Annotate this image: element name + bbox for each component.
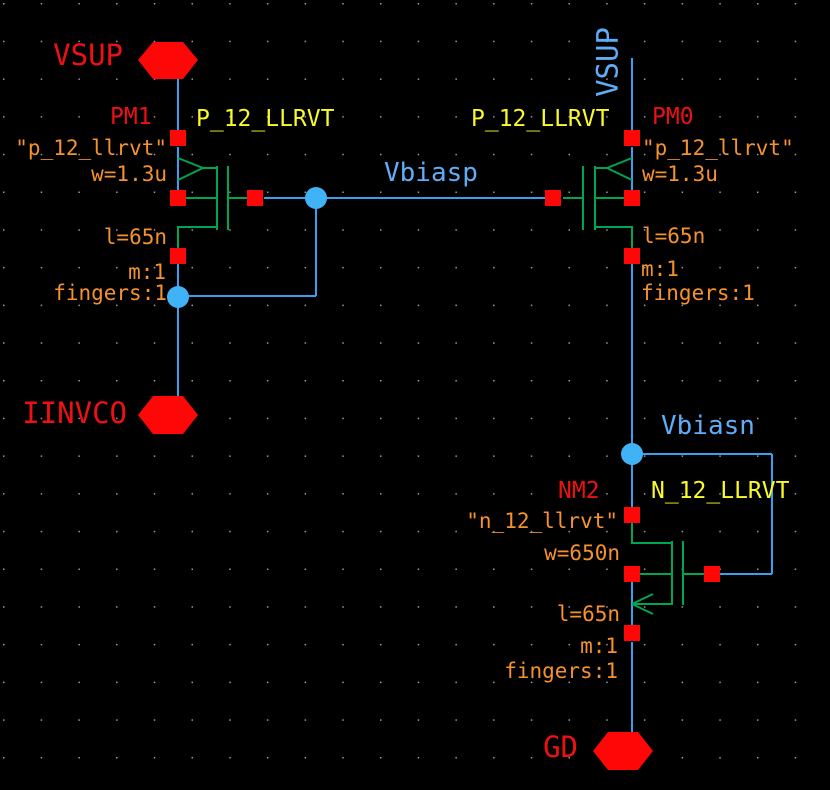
pin-iinvco[interactable]	[138, 396, 198, 434]
pm1-drain-path	[177, 226, 217, 249]
nm2-symbol[interactable]	[624, 507, 720, 641]
param-pm1-l: l=65n	[103, 225, 167, 249]
param-pm1-fingers: fingers:1	[53, 281, 167, 305]
pm1-bulk-terminal[interactable]	[170, 190, 186, 206]
param-pm0-w: w=1.3u	[642, 162, 718, 186]
cell-name-pm0: P_12_LLRVT	[471, 106, 610, 132]
nm2-source-arrow	[631, 593, 654, 605]
pm0-symbol[interactable]	[545, 130, 640, 264]
junction-vbiasp	[305, 187, 327, 209]
nm2-bulk-terminal[interactable]	[624, 566, 640, 582]
param-nm2-fingers: fingers:1	[504, 659, 618, 683]
param-pm0-m: m:1	[641, 257, 679, 281]
param-nm2-l: l=65n	[556, 602, 620, 626]
pm0-drain-terminal[interactable]	[624, 248, 640, 264]
param-pm0-fingers: fingers:1	[641, 281, 755, 305]
param-pm1-m: m:1	[128, 260, 166, 284]
pm1-symbol[interactable]	[170, 130, 263, 264]
pin-label-iinvco[interactable]: IINVCO	[22, 396, 127, 430]
cell-name-nm2: N_12_LLRVT	[651, 478, 790, 504]
pm0-bulk-terminal[interactable]	[624, 190, 640, 206]
pm1-source-arrow	[177, 157, 204, 169]
junction-vbiasn	[621, 443, 643, 465]
param-pm1-w: w=1.3u	[91, 162, 167, 186]
pm1-gate-terminal[interactable]	[247, 190, 263, 206]
pin-gd[interactable]	[593, 732, 653, 770]
junction-pm1-drain	[167, 286, 189, 308]
nm2-drain-terminal[interactable]	[624, 507, 640, 523]
pm0-source-arrow	[606, 157, 633, 169]
param-nm2-m: m:1	[580, 634, 618, 658]
pm0-source-arrow	[606, 167, 633, 181]
model-pm0: "p_12_llrvt"	[642, 136, 794, 160]
model-pm1: "p_12_llrvt"	[15, 136, 167, 160]
pm1-source-terminal[interactable]	[170, 130, 186, 146]
nm2-gate-terminal[interactable]	[704, 566, 720, 582]
pm0-drain-path	[595, 226, 633, 249]
param-pm0-l: l=65n	[642, 224, 706, 248]
instance-name-pm0[interactable]: PM0	[652, 104, 694, 130]
pin-vsup[interactable]	[138, 42, 198, 79]
instance-name-pm1[interactable]: PM1	[110, 104, 152, 130]
pin-label-gd[interactable]: GD	[543, 730, 578, 764]
pm1-drain-terminal[interactable]	[170, 248, 186, 264]
nm2-source-terminal[interactable]	[624, 625, 640, 641]
param-nm2-w: w=650n	[544, 541, 620, 565]
cell-name-pm1: P_12_LLRVT	[196, 106, 335, 132]
instance-name-nm2[interactable]: NM2	[558, 478, 600, 504]
nm2-source-arrow	[631, 603, 654, 615]
nm2-drain-path	[631, 522, 672, 544]
pm0-source-terminal[interactable]	[624, 130, 640, 146]
net-label-vsup-rotated[interactable]: VSUP	[590, 27, 625, 97]
pm1-source-arrow	[177, 167, 204, 181]
net-label-vbiasn[interactable]: Vbiasn	[661, 411, 755, 441]
model-nm2: "n_12_llrvt"	[466, 509, 618, 533]
pin-label-vsup[interactable]: VSUP	[53, 38, 123, 72]
net-label-vbiasp[interactable]: Vbiasp	[384, 158, 478, 188]
pm0-gate-terminal[interactable]	[545, 190, 561, 206]
